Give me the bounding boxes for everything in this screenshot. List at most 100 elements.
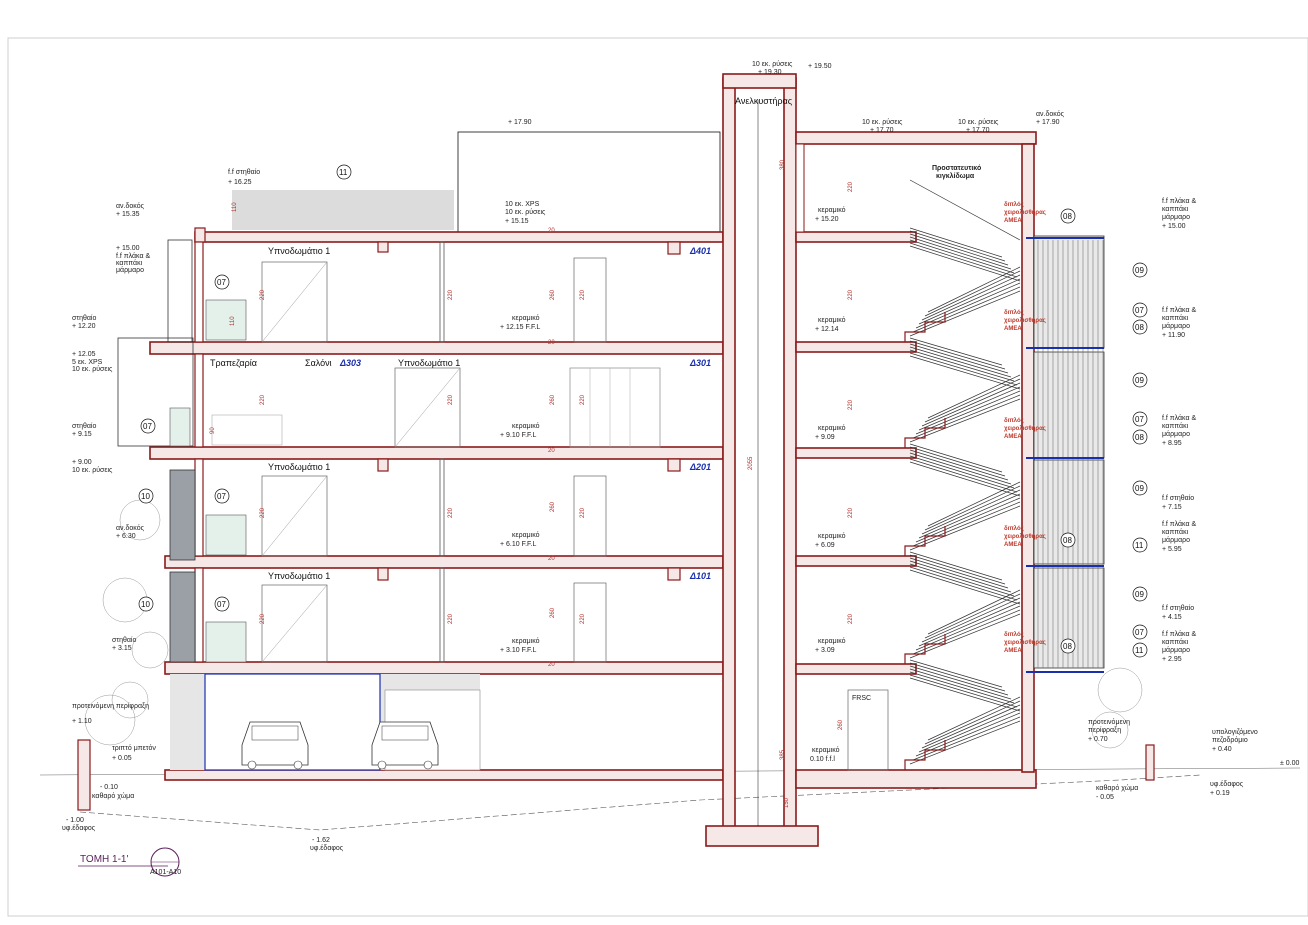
level-label: f.f πλάκα & [1162,630,1196,638]
dimension-value: 20 [548,340,555,346]
level-label: καππάκι [1162,205,1189,213]
dimension-value: 220 [448,289,454,300]
apartment-code: Δ303 [339,358,361,368]
stair-tread-line [924,270,1021,317]
stair-level: 0.10 f.f.l [810,756,835,763]
facade-wall [194,567,204,663]
finish-label: κεραμικό [512,637,540,645]
detail-tag-circle [1132,624,1148,640]
stair-step-profile [904,740,946,770]
level-label: μάρμαρο [1162,213,1190,221]
detail-tag-circle [138,488,154,504]
elevator-shaft [705,73,819,847]
railing-notes: διπλόςχειρολισθήραςΑΜΕΑδιπλόςχειρολισθήρ… [1004,202,1046,654]
dimension-value: 220 [580,613,586,624]
level-value: ± 0.00 [1280,760,1300,767]
level-label: προτεινόμενη περίφραξη [72,702,149,710]
detail-tag-circle [1060,638,1076,654]
stair-tread-line [915,605,1021,651]
detail-tag-circle [214,274,230,290]
level-note: 5 εκ. XPS [72,359,103,366]
stair-tread-line [912,716,1021,761]
door-label: FRSC [852,695,871,702]
detail-tag: 07 [217,600,226,609]
level-value: + 19.30 [758,69,782,76]
level-value: + 2.95 [1162,656,1182,663]
level-label: μάρμαρο [1162,430,1190,438]
railing-note: ΑΜΕΑ [1004,326,1022,332]
level-label: καθαρό χώμα [1096,784,1138,792]
stair-tread-line [909,563,1015,597]
detail-tag-circle [1132,642,1148,658]
room-label: Υπνοδωμάτιο 1 [268,571,330,581]
louver-lines [1037,240,1104,668]
finish-label: κεραμικό [512,422,540,430]
stair-tread-line [912,609,1021,655]
facade-wall [194,241,204,343]
level-label: στηθαίο [72,314,96,322]
level-label: αν.δοκός [116,524,145,532]
stair-tread-line [915,282,1021,329]
stair-tread-line [924,485,1021,531]
dimension-value: 20 [548,228,555,234]
stair-tread-line [909,674,1018,708]
elevator-label: Ανελκυστήρας [735,96,793,106]
apartment-code: Δ101 [689,571,711,581]
beam-stub [667,241,681,255]
level-note: 10 εκ. ρύσεις [72,466,113,474]
stair-tread-line [927,374,1021,419]
level-value: + 0.19 [1210,790,1230,797]
dimension-value: 260 [550,501,556,512]
drawing-title: ΤΟΜΗ 1-1' [80,854,128,865]
dimension-value: 110 [230,316,236,326]
stair-step-profile [904,526,946,556]
detail-tag: 10 [141,492,150,501]
level-value: + 17.90 [1036,119,1060,126]
detail-tag-circle [1132,429,1148,445]
detail-tag: 08 [1135,433,1144,442]
stair-tread-line [918,278,1021,325]
dimension-value: 220 [448,394,454,405]
level-value: + 1.10 [72,718,92,725]
level-value: + 15.15 [505,218,529,225]
detail-tag-circle [214,488,230,504]
roof-box [457,131,721,233]
glass-rail [205,299,247,341]
detail-tag: 08 [1135,323,1144,332]
level-note: μάρμαρο [116,266,144,274]
stair-tread-line [909,452,1012,485]
stair-tread-line [909,458,1018,493]
stair-tread-line [909,343,1009,374]
detail-tag-circle [1132,319,1148,335]
dimension-value: 150 [784,797,790,808]
level-label: πεζοδρόμιο [1212,736,1248,744]
slab-2 [149,446,724,460]
stair-tread-line [909,349,1015,382]
level-note: καππάκι [116,259,143,267]
dimension-value: 20 [548,556,555,562]
level-value: + 0.40 [1212,746,1232,753]
level-label: μάρμαρο [1162,536,1190,544]
finish-label: κεραμικό [818,424,846,432]
level-value: + 17.70 [966,127,990,134]
stair-tread-line [909,505,1021,551]
detail-tag-circle [1060,532,1076,548]
ground-line [79,774,1201,831]
stair-step-profile [904,634,946,664]
level-label: καππάκι [1162,422,1189,430]
level-label: f.f πλάκα & [1162,306,1196,314]
level-label: υφ.έδαφος [62,824,96,832]
detail-tag: 11 [339,168,348,177]
railing-note: διπλός [1004,202,1024,208]
glass-rail [205,514,247,556]
fire-door [847,689,889,771]
stair-tread-line [909,398,1021,443]
dimension-value: 220 [580,394,586,405]
level-value: + 9.15 [72,431,92,438]
partition [439,567,445,663]
level-label: f.f στηθαίο [1162,604,1194,612]
detail-tag-circle [1132,411,1148,427]
level-label: f.f πλάκα & [1162,520,1196,528]
stair-tread-line [909,227,1003,258]
finish-label: κεραμικό [818,637,846,645]
